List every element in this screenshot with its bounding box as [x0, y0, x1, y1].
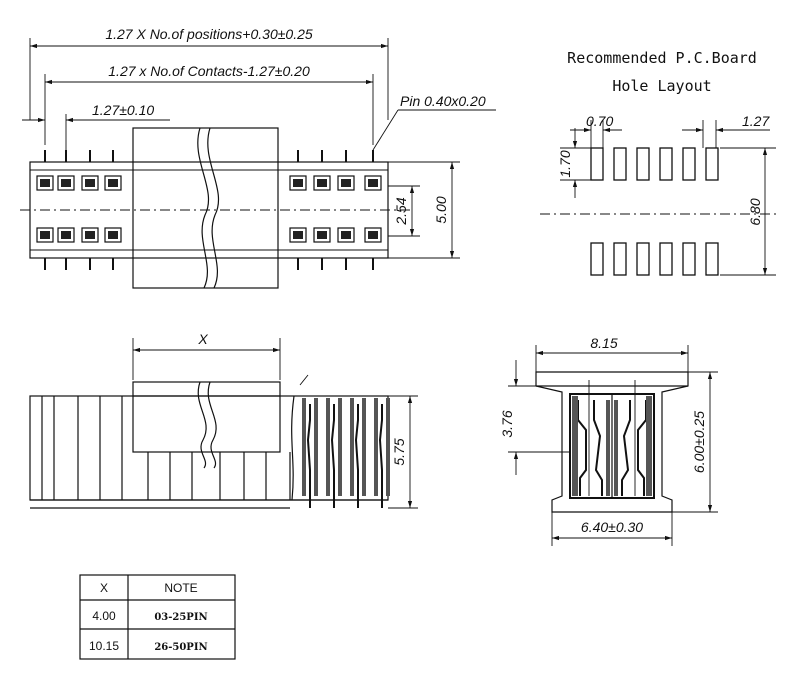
top-pin-array [30, 150, 388, 270]
hatched-wall [302, 398, 306, 496]
pcb-pad [636, 147, 650, 181]
pcb-pad [590, 242, 604, 276]
table-header-note: NOTE [164, 581, 197, 595]
contact-hole [108, 179, 118, 187]
contact-hole [61, 231, 71, 239]
table-cell-x: 10.15 [89, 639, 119, 653]
cut-section [291, 395, 390, 508]
contact-hole [317, 231, 327, 239]
contact-cavity [81, 175, 99, 191]
pcb-pad [636, 242, 650, 276]
side-slat-array [30, 396, 291, 509]
contact-cavity [289, 227, 307, 243]
contact-cavity [81, 227, 99, 243]
width-top-label: 5.00 [433, 196, 449, 223]
row-distance-label: 6.80 [747, 198, 763, 225]
pcb-pad [659, 147, 673, 181]
contact-cavity [36, 227, 54, 243]
contact-hole [317, 179, 327, 187]
contact-lead [306, 404, 311, 508]
pitch-label: 1.27±0.10 [92, 102, 154, 118]
contacts-length-label: 1.27 x No.of Contacts-1.27±0.20 [108, 63, 310, 79]
end-width-label: 8.15 [590, 335, 617, 351]
contact-cavity [313, 175, 331, 191]
contact-hole [368, 231, 378, 239]
pcb-title-line1: Recommended P.C.Board [567, 49, 757, 67]
note-table: X NOTE 4.00 03-25PIN 10.15 26-50PIN [79, 574, 236, 660]
contact-cavity [289, 175, 307, 191]
pcb-pad [590, 147, 604, 181]
hatched-wall [362, 398, 366, 496]
contact-cavity [36, 175, 54, 191]
end-offset-label: 3.76 [499, 410, 515, 437]
pcb-pad-array [590, 147, 719, 276]
hatched-wall [314, 398, 318, 496]
pcb-pad [613, 242, 627, 276]
table-cell-note: 03-25PIN [154, 612, 207, 623]
contact-cavity [364, 175, 382, 191]
contact-hole [341, 231, 351, 239]
hatched-wall [374, 398, 378, 496]
top-view: 1.27 X No.of positions+0.30±0.25 1.27 x … [20, 26, 496, 289]
hatched-wall [350, 398, 354, 496]
contact-hole [40, 179, 50, 187]
pcb-pad [705, 147, 719, 181]
contact-cavity [57, 175, 75, 191]
contact-hole [61, 179, 71, 187]
contact-hole [293, 231, 303, 239]
contact-cavity [104, 227, 122, 243]
hatched-wall [386, 398, 390, 496]
pcb-layout: Recommended P.C.Board Hole Layout 0.70 1… [540, 49, 780, 276]
contact-hole [85, 231, 95, 239]
pcb-pad [705, 242, 719, 276]
contact-hole [293, 179, 303, 187]
contact-cavity [104, 175, 122, 191]
contact-lead [378, 404, 383, 508]
pad-pitch-label: 1.27 [742, 113, 770, 129]
contact-hole [368, 179, 378, 187]
pcb-pad [613, 147, 627, 181]
overall-length-label: 1.27 X No.of positions+0.30±0.25 [105, 26, 313, 42]
table-header-x: X [100, 581, 108, 595]
pad-width-label: 0.70 [586, 113, 613, 129]
contact-cavity [57, 227, 75, 243]
pad-height-label: 1.70 [557, 150, 573, 177]
contact-cavity [337, 175, 355, 191]
contact-cavity [337, 227, 355, 243]
hatched-wall [338, 398, 342, 496]
contact-hole [85, 179, 95, 187]
pcb-pad [682, 147, 696, 181]
x-dim-label: X [197, 331, 208, 347]
contact-lead [354, 404, 359, 508]
pcb-title-line2: Hole Layout [612, 77, 711, 95]
end-height-label: 6.00±0.25 [691, 411, 707, 473]
row-spacing-label: 2.54 [393, 197, 409, 225]
contact-hole [108, 231, 118, 239]
pcb-pad [659, 242, 673, 276]
table-cell-note: 26-50PIN [154, 642, 207, 653]
contact-cavity [313, 227, 331, 243]
pin-label: Pin 0.40x0.20 [400, 93, 486, 109]
end-base-label: 6.40±0.30 [581, 519, 643, 535]
side-view: X 5.75 [29, 331, 418, 509]
break-line [291, 395, 295, 501]
hatched-wall [326, 398, 330, 496]
contact-lead [330, 404, 335, 508]
pcb-pad [682, 242, 696, 276]
table-cell-x: 4.00 [92, 609, 116, 623]
contact-hole [341, 179, 351, 187]
contact-hole [40, 231, 50, 239]
end-view: 8.15 3.76 6.00±0.25 6.40±0.30 [499, 335, 718, 546]
height-side-label: 5.75 [391, 438, 407, 465]
contact-cavity [364, 227, 382, 243]
